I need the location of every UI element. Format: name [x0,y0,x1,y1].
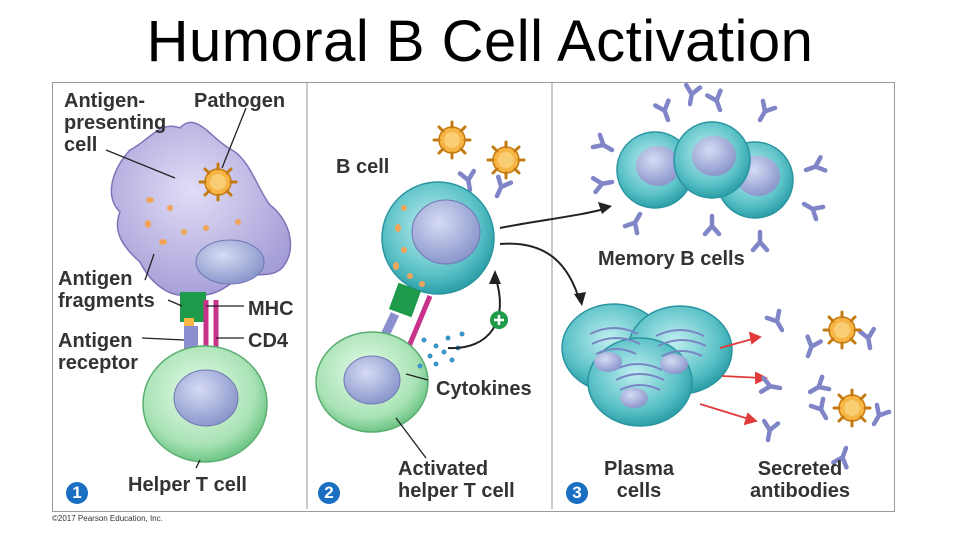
pathogen-icon [486,140,526,180]
page-title: Humoral B Cell Activation [146,9,814,74]
cd4-icon [203,300,219,352]
b-cell [381,181,495,295]
plasma-cells [561,303,733,427]
antigen-presenting-cell [110,121,292,296]
secretion-arrows [699,331,769,426]
helper-t-cell [142,345,268,463]
secreted-antibodies [761,311,889,467]
activated-helper-t-cell-label: Activated helper T cell [398,458,515,502]
step-1-badge: 1 [66,482,88,504]
pathogen-icon [832,388,872,428]
cd4-label: CD4 [248,330,289,352]
memory-b-cells [593,85,825,250]
activated-helper-t-cell [315,331,429,433]
b-cell-label: B cell [336,156,390,178]
secreted-antibodies-label: Secreted antibodies [750,458,851,502]
copyright-text: ©2017 Pearson Education, Inc. [52,514,163,523]
mhc-icon [180,292,206,322]
cytokines-label: Cytokines [436,378,532,400]
pathogen-icon [198,162,238,202]
pathogen-icon [432,120,472,160]
helper-t-cell-label: Helper T cell [128,474,247,496]
step-2-badge: 2 [318,482,340,504]
apc-label: Antigen- presenting cell [64,90,167,156]
pathogen-label: Pathogen [194,90,286,112]
plasma-cells-label: Plasma cells [604,458,675,502]
memory-b-cells-label: Memory B cells [598,248,745,270]
mhc-label: MHC [248,298,294,320]
cytokines-icon [417,331,465,369]
step-3-badge: 3 [566,482,588,504]
antigen-receptor-label: Antigen receptor [58,330,139,374]
antigen-fragments-label: Antigen fragments [58,268,155,312]
pathogen-icon [822,310,862,350]
